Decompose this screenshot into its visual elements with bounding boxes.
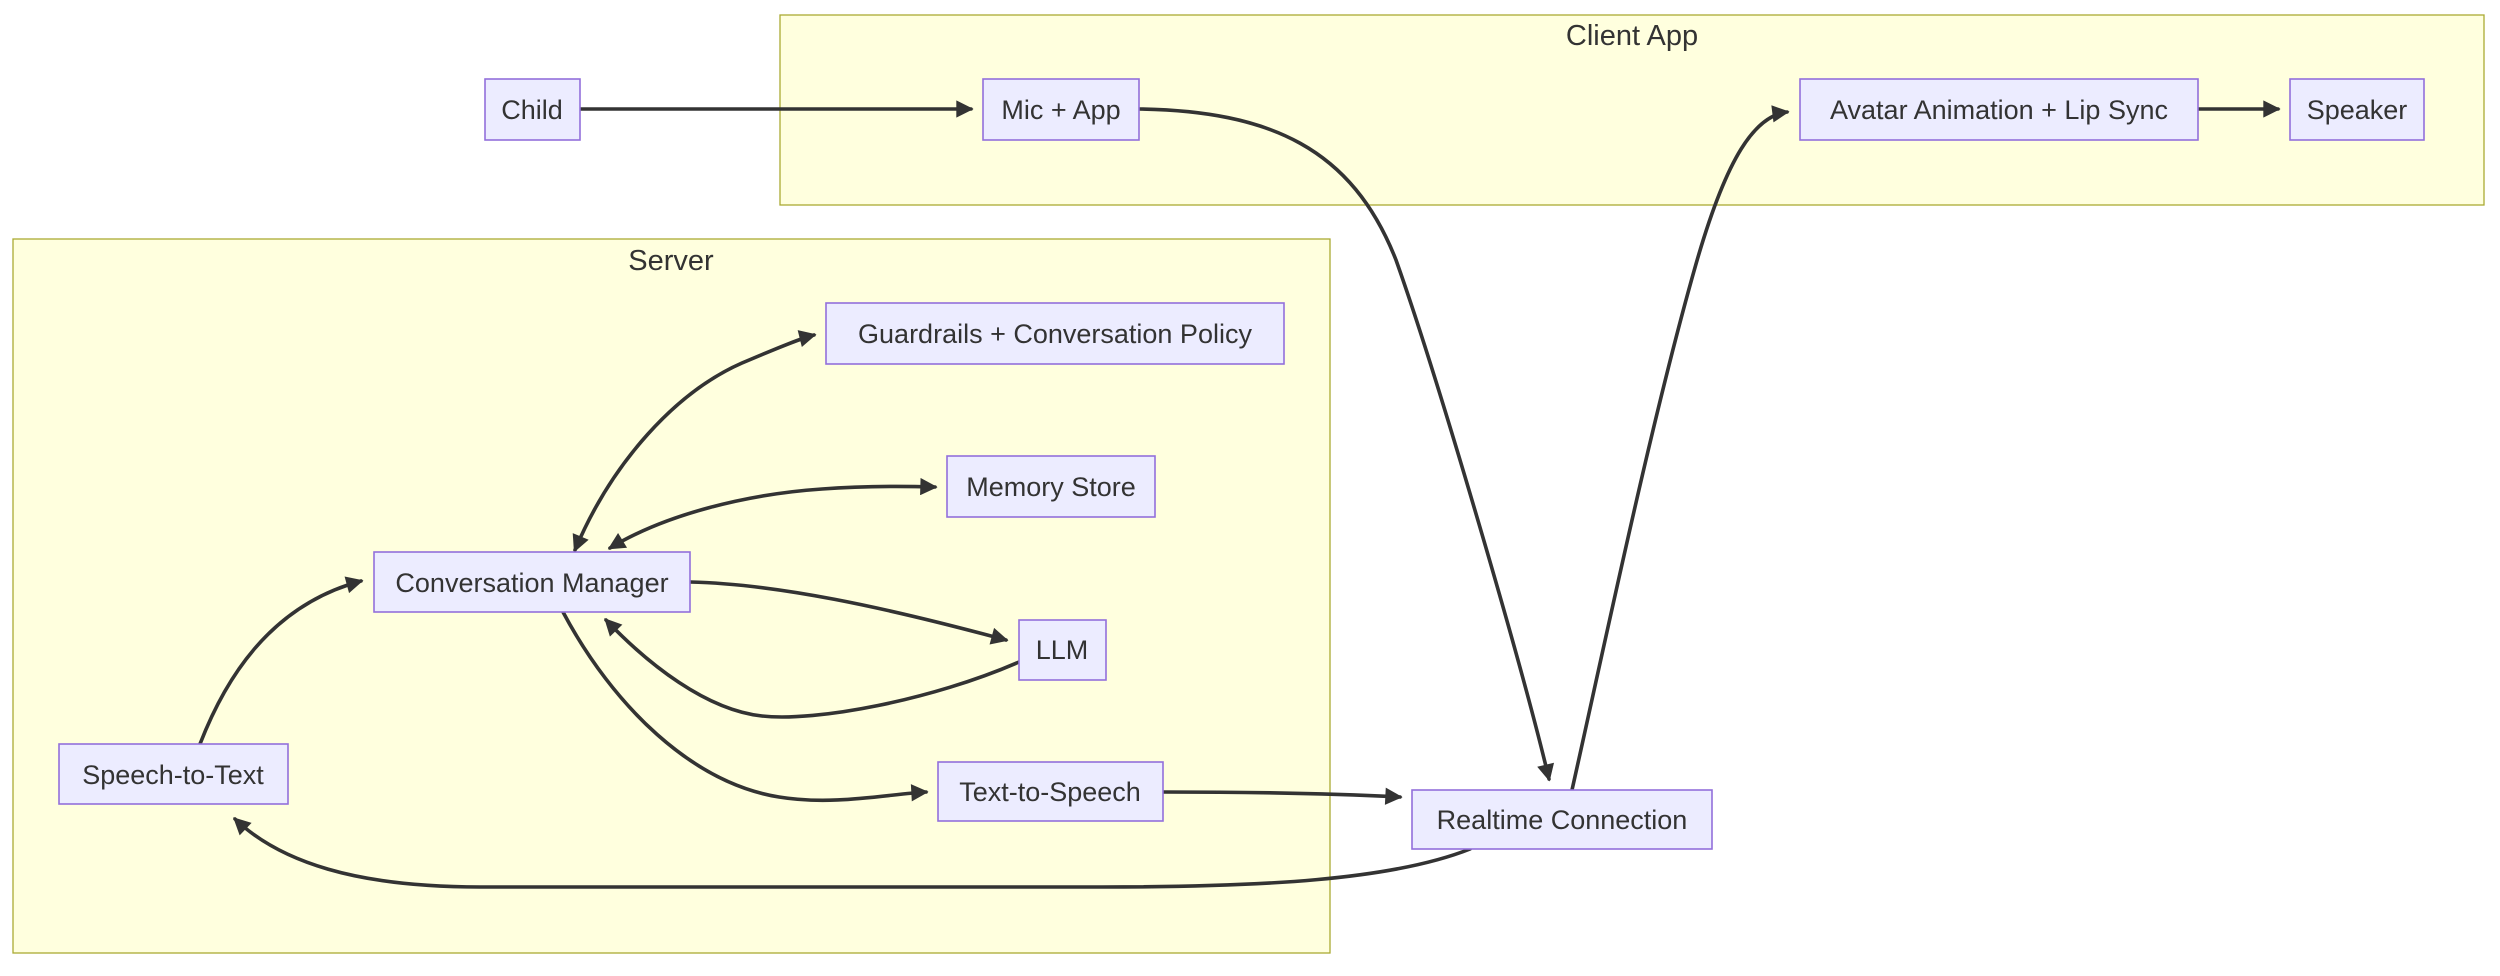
edge-mic-app-to-realtime-connection [1137, 107, 1555, 782]
mic-app-box [982, 78, 1140, 141]
realtime-connection-label: Realtime Connection [1437, 805, 1688, 835]
node-text-to-speech: Text-to-Speech [937, 761, 1164, 822]
edge-conversation-manager-to-text-to-speech [561, 610, 929, 803]
avatar-label: Avatar Animation + Lip Sync [1830, 95, 2168, 125]
edge-conversation-manager-guardrails-bidirectional [572, 330, 817, 553]
edge-conversation-manager-memory-store-bidirectional [607, 477, 938, 550]
speech-to-text-label: Speech-to-Text [82, 760, 264, 790]
node-child: Child [484, 78, 581, 141]
llm-box [1018, 619, 1107, 681]
guardrails-box [825, 302, 1285, 365]
node-memory-store: Memory Store [946, 455, 1156, 518]
mic-app-label: Mic + App [1001, 95, 1120, 125]
speaker-box [2289, 78, 2425, 141]
conversation-manager-label: Conversation Manager [395, 568, 668, 598]
server-title: Server [628, 245, 714, 277]
node-conversation-manager: Conversation Manager [373, 551, 691, 613]
node-mic-app: Mic + App [982, 78, 1140, 141]
memory-store-label: Memory Store [966, 472, 1136, 502]
text-to-speech-box [937, 761, 1164, 822]
node-avatar: Avatar Animation + Lip Sync [1799, 78, 2199, 141]
conversation-manager-box [373, 551, 691, 613]
node-realtime-connection: Realtime Connection [1411, 789, 1713, 850]
speech-to-text-box [58, 743, 289, 805]
guardrails-label: Guardrails + Conversation Policy [858, 319, 1252, 349]
client-app-title: Client App [1566, 20, 1698, 52]
node-guardrails: Guardrails + Conversation Policy [825, 302, 1285, 365]
llm-label: LLM [1036, 635, 1089, 665]
edges-layer [198, 100, 2281, 889]
edge-conversation-manager-to-llm [688, 580, 1009, 645]
memory-store-box [946, 455, 1156, 518]
edge-speech-to-text-to-conversation-manager [198, 576, 364, 746]
edge-realtime-connection-to-speech-to-text [233, 817, 1472, 889]
node-llm: LLM [1018, 619, 1107, 681]
text-to-speech-label: Text-to-Speech [959, 777, 1141, 807]
speaker-label: Speaker [2307, 95, 2408, 125]
node-speaker: Speaker [2289, 78, 2425, 141]
realtime-connection-box [1411, 789, 1713, 850]
child-label: Child [501, 95, 563, 125]
avatar-box [1799, 78, 2199, 141]
edge-realtime-connection-to-avatar [1570, 105, 1790, 792]
node-speech-to-text: Speech-to-Text [58, 743, 289, 805]
edge-text-to-speech-to-realtime-connection [1161, 787, 1403, 805]
child-box [484, 78, 581, 141]
edge-llm-to-conversation-manager [604, 618, 1021, 719]
